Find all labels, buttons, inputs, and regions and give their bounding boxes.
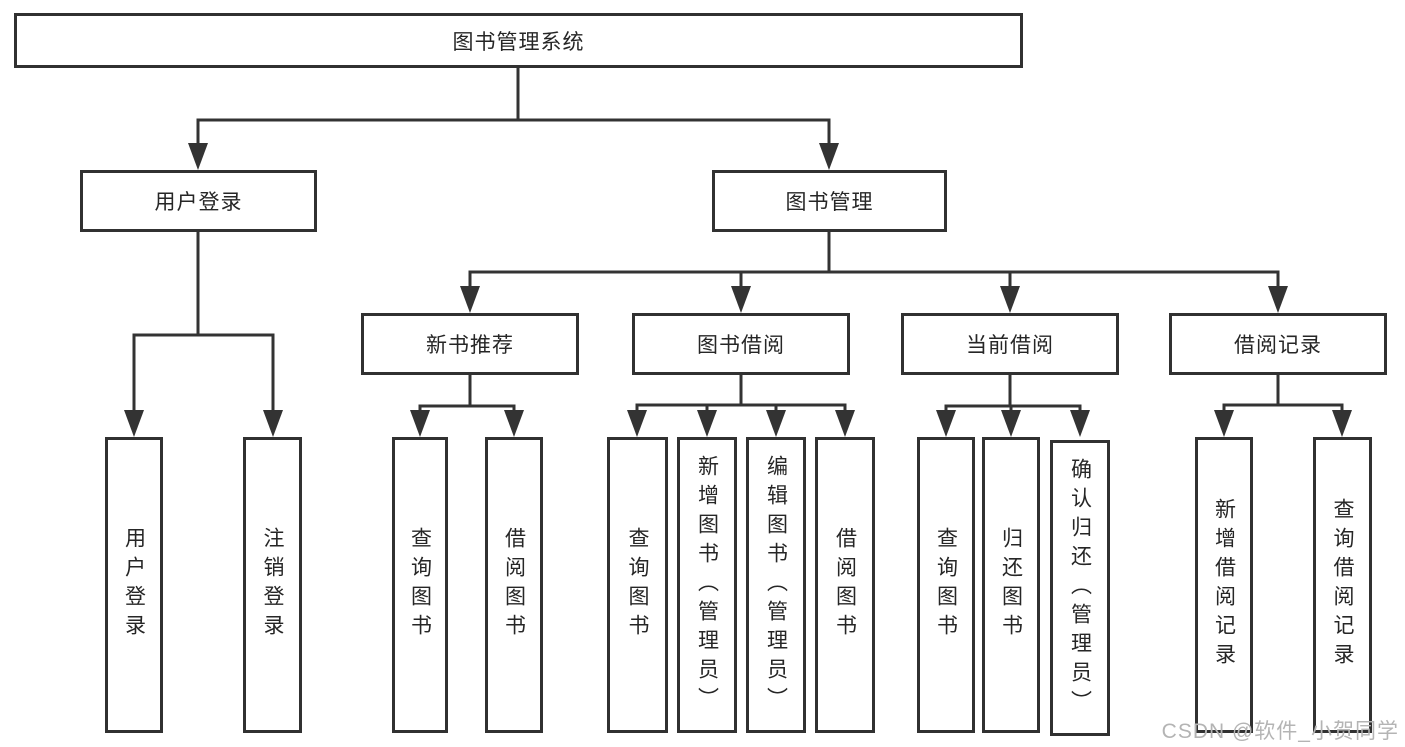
- leaf-query-books-borrowing: 查询图书: [607, 437, 668, 733]
- leaf-return-books: 归还图书: [982, 437, 1040, 733]
- leaf-query-books-newrec: 查询图书: [392, 437, 448, 733]
- node-current-borrowing: 当前借阅: [901, 313, 1119, 375]
- leaf-label: 确认归还（管理员）: [1068, 457, 1092, 719]
- leaf-label: 查询图书: [934, 527, 958, 643]
- leaf-label: 编辑图书（管理员）: [764, 454, 788, 716]
- leaf-label: 新增借阅记录: [1212, 498, 1236, 672]
- leaf-user-login: 用户登录: [105, 437, 163, 733]
- leaf-label: 归还图书: [999, 527, 1023, 643]
- leaf-confirm-return-admin: 确认归还（管理员）: [1050, 440, 1110, 736]
- leaf-label: 查询图书: [626, 527, 650, 643]
- csdn-watermark: CSDN @软件_小贺同学: [1161, 720, 1399, 743]
- node-book-borrowing: 图书借阅: [632, 313, 850, 375]
- node-library-management-system: 图书管理系统: [14, 13, 1023, 68]
- node-borrowing-records: 借阅记录: [1169, 313, 1387, 375]
- leaf-label: 借阅图书: [833, 527, 857, 643]
- leaf-query-borrow-record: 查询借阅记录: [1313, 437, 1372, 733]
- leaf-borrow-books-borrowing: 借阅图书: [815, 437, 875, 733]
- node-new-book-recommendation: 新书推荐: [361, 313, 579, 375]
- leaf-borrow-books-newrec: 借阅图书: [485, 437, 543, 733]
- leaf-label: 查询图书: [408, 527, 432, 643]
- leaf-label: 借阅图书: [502, 527, 526, 643]
- leaf-label: 用户登录: [122, 527, 146, 643]
- leaf-label: 注销登录: [261, 527, 285, 643]
- leaf-edit-books-admin: 编辑图书（管理员）: [746, 437, 806, 733]
- leaf-add-books-admin: 新增图书（管理员）: [677, 437, 737, 733]
- node-book-management: 图书管理: [712, 170, 947, 232]
- node-user-login: 用户登录: [80, 170, 317, 232]
- leaf-label: 查询借阅记录: [1331, 498, 1355, 672]
- leaf-add-borrow-record: 新增借阅记录: [1195, 437, 1253, 733]
- leaf-query-books-current: 查询图书: [917, 437, 975, 733]
- leaf-logout: 注销登录: [243, 437, 302, 733]
- leaf-label: 新增图书（管理员）: [695, 454, 719, 716]
